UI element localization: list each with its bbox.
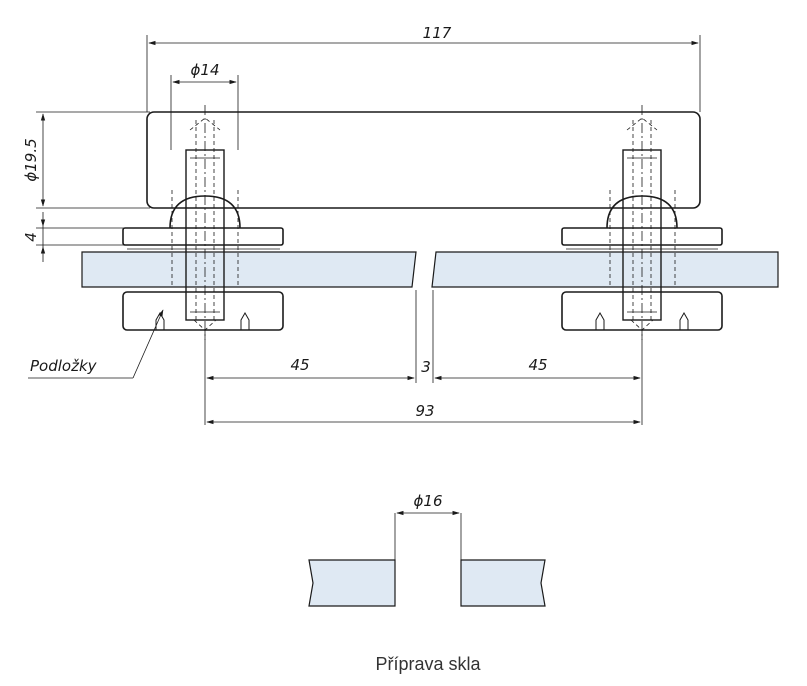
label-4: 4: [22, 232, 40, 242]
handle-bar: [146, 111, 701, 209]
label-phi19-5: ϕ19.5: [22, 138, 40, 181]
label-45-left: 45: [290, 356, 309, 374]
dimension-head-diameter: ϕ19.5: [22, 111, 150, 209]
caption: Příprava skla: [375, 654, 481, 674]
dimension-center-distance: 93: [206, 402, 641, 425]
label-3: 3: [421, 358, 431, 376]
label-117: 117: [423, 24, 452, 42]
glass-pane-right: [431, 251, 779, 288]
dimension-washer-thickness: 4: [22, 212, 125, 262]
right-fitting: [561, 105, 723, 340]
dimension-rod-diameter: ϕ14: [170, 61, 239, 150]
glass-preparation-detail: ϕ16: [308, 492, 546, 607]
label-phi14: ϕ14: [191, 61, 220, 79]
label-phi16: ϕ16: [414, 492, 443, 510]
washers-leader: Podložky: [28, 309, 164, 379]
washers-label: Podložky: [30, 357, 98, 375]
label-93: 93: [415, 402, 434, 420]
label-45-right: 45: [528, 356, 547, 374]
dimension-offsets: 45 3 45: [204, 290, 643, 425]
dimension-overall-length: 117: [146, 24, 701, 112]
glass-pane-left: [81, 251, 417, 288]
